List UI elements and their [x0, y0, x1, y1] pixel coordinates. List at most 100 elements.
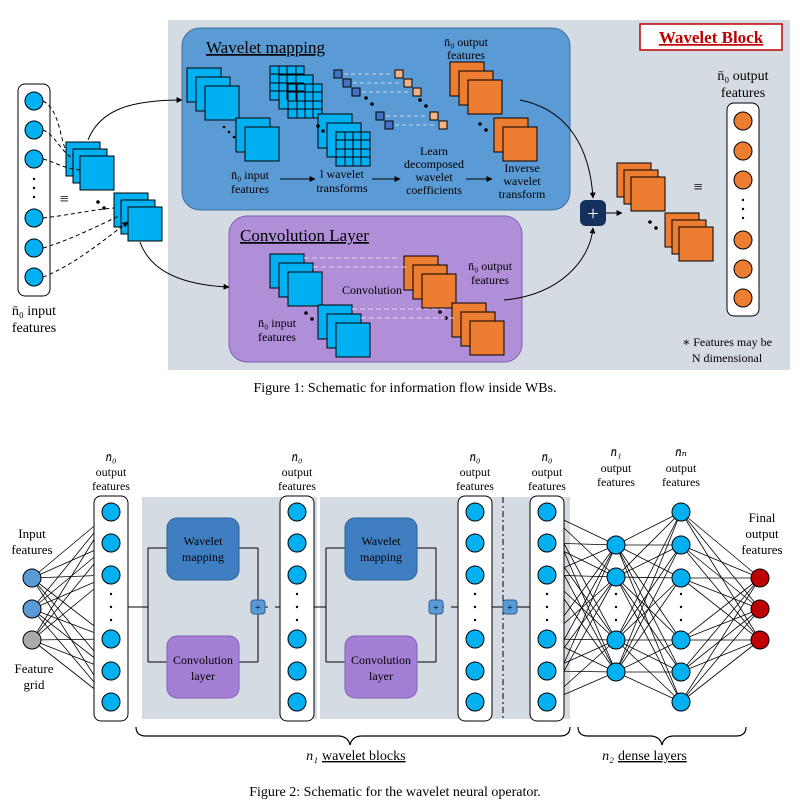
- wm-output-label-2: features: [447, 48, 485, 62]
- feature-column-0: [93, 495, 129, 722]
- ellipsis-dot: [614, 592, 618, 596]
- edge: [615, 544, 682, 703]
- feature-grid-label-2: grid: [24, 677, 45, 692]
- d2-node: [671, 662, 691, 682]
- brace-wavelet-prefix: n₁: [306, 749, 318, 764]
- wavelet-block-title: Wavelet Block: [659, 28, 764, 47]
- edge: [615, 511, 682, 673]
- ellipsis-dot: [679, 592, 683, 596]
- convolution-layer-2-line-1: Convolution: [351, 653, 411, 667]
- wm-learn-label-4: coefficients: [406, 183, 462, 197]
- c0-node: [101, 565, 121, 585]
- c3-node: [537, 565, 557, 585]
- ellipsis-dot: [295, 618, 299, 622]
- feature-column-3: [529, 495, 565, 722]
- input-label-1: n̄₀ input: [12, 304, 56, 319]
- header-1-2: output: [282, 465, 313, 479]
- wm-input-label-2: features: [231, 182, 269, 196]
- wm-transform-label-1: l wavelet: [320, 167, 364, 181]
- header-3-2: output: [532, 465, 563, 479]
- c3-node: [537, 533, 557, 553]
- wavelet-mapping-2-line-1: Wavelet: [361, 534, 401, 548]
- d1-node: [606, 567, 626, 587]
- cl-input-label-2: features: [258, 330, 296, 344]
- cl-output-label-2: features: [471, 273, 509, 287]
- final-output-label-2: output: [745, 526, 779, 541]
- wm-input-label-1: n̄₀ input: [231, 168, 270, 182]
- c0-node: [101, 502, 121, 522]
- input-label-2: features: [12, 321, 56, 336]
- network-nodes: [22, 502, 770, 712]
- block-output-stack: [616, 162, 714, 262]
- edge: [615, 639, 682, 703]
- equiv-symbol-1: ≡: [59, 191, 68, 208]
- edge: [680, 544, 761, 579]
- edge: [680, 511, 761, 579]
- cl-input-label-1: n̄₀ input: [258, 316, 297, 330]
- plus-node-2-symbol: +: [433, 603, 439, 614]
- d1-node: [606, 662, 626, 682]
- ellipsis-dot: [545, 605, 549, 609]
- wm-inverse-label-2: wavelet: [503, 174, 541, 188]
- fig1-plus-symbol: +: [587, 203, 598, 225]
- c0-node: [101, 629, 121, 649]
- c2-node: [465, 692, 485, 712]
- convolution-layer-2-line-2: layer: [369, 669, 393, 683]
- input-features-label-1: Input: [18, 526, 46, 541]
- header-4-2: output: [601, 461, 632, 475]
- ellipsis-dot: [679, 605, 683, 609]
- header-5-1: n̄ₙ: [675, 444, 687, 459]
- out-node: [750, 568, 770, 588]
- c2-node: [465, 565, 485, 585]
- brace-dense-prefix: n₂: [602, 749, 614, 764]
- edge: [615, 577, 682, 673]
- edge: [680, 511, 761, 641]
- ellipsis-dot: [545, 592, 549, 596]
- edge: [680, 639, 761, 703]
- note-line-2: N dimensional: [692, 351, 763, 365]
- convolution-layer-1-line-1: Convolution: [173, 653, 233, 667]
- edge: [615, 511, 682, 578]
- input-nodes: [24, 91, 44, 287]
- wavelet-mapping-box-2: [344, 517, 418, 581]
- edge: [615, 544, 682, 578]
- wavelet-blocks-brace: [135, 726, 571, 746]
- figure-1-caption: Figure 1: Schematic for information flow…: [253, 381, 556, 396]
- block-output-label-2: features: [721, 86, 765, 101]
- input-features-label-2: features: [11, 542, 52, 557]
- input-feature-stack: [65, 141, 163, 242]
- header-5-3: features: [662, 475, 700, 489]
- header-2-3: features: [456, 479, 494, 493]
- wavelet-mapping-2-line-2: mapping: [360, 550, 402, 564]
- wavelet-mapping-title: Wavelet mapping: [206, 38, 326, 57]
- convolution-layer-1-line-2: layer: [191, 669, 215, 683]
- inp-node: [22, 630, 42, 650]
- edge: [615, 511, 682, 641]
- c3-node: [537, 629, 557, 649]
- edge: [680, 608, 761, 703]
- d2-node: [671, 535, 691, 555]
- c2-node: [465, 661, 485, 681]
- ellipsis-dot: [679, 618, 683, 622]
- ellipsis-dot: [473, 605, 477, 609]
- ellipsis-dot: [545, 618, 549, 622]
- ellipsis-dot: [109, 592, 113, 596]
- header-0-2: output: [96, 465, 127, 479]
- edge: [680, 577, 761, 610]
- wm-coefficients: [333, 69, 448, 130]
- header-2-1: n̄₀: [469, 449, 480, 464]
- ellipsis-dot: [295, 605, 299, 609]
- d1-node: [606, 535, 626, 555]
- feature-columns: [93, 495, 565, 722]
- edge: [680, 577, 761, 703]
- wm-transform-label-2: transforms: [316, 181, 368, 195]
- inp-node: [22, 568, 42, 588]
- convolution-layer-box-2: [344, 635, 418, 699]
- wm-input-stack: [186, 67, 280, 162]
- block-output-label-1: n̄₀ output: [717, 69, 768, 84]
- c1-node: [287, 661, 307, 681]
- header-0-3: features: [92, 479, 130, 493]
- inp-node: [22, 599, 42, 619]
- brace-wavelet-label: wavelet blocks: [322, 749, 406, 764]
